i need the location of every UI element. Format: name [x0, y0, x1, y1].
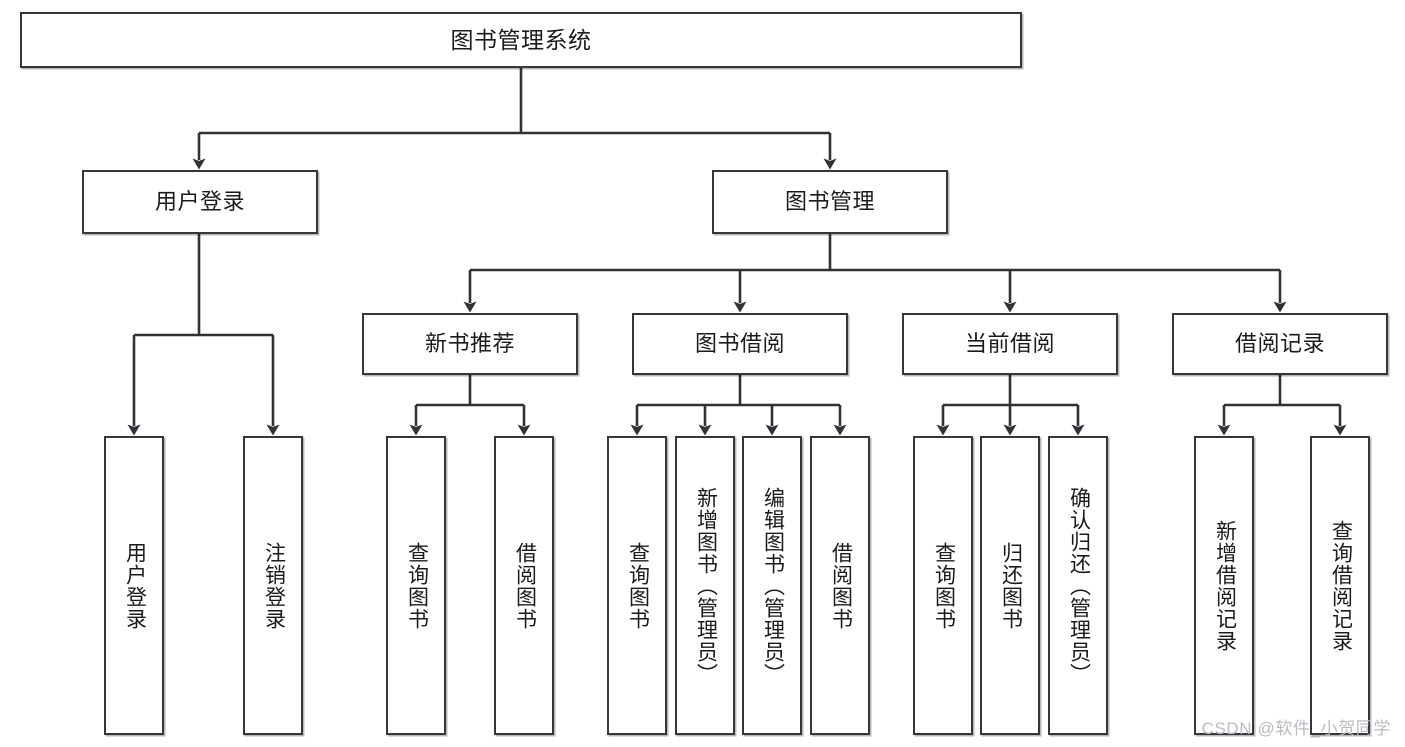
node-label: 图书管理	[784, 189, 875, 215]
node-label: 编辑图书（管理员）	[761, 486, 785, 685]
node-label: 查询借阅记录	[1329, 519, 1353, 652]
node-label: 归还图书	[999, 541, 1023, 630]
node-label: 借阅图书	[513, 541, 537, 630]
node-label: 借阅记录	[1234, 331, 1325, 357]
node-label: 图书借阅	[694, 331, 785, 357]
node-leaf-borrow-book-recommend[interactable]: 借阅图书	[494, 436, 554, 735]
node-label: 注销登录	[262, 541, 286, 630]
node-leaf-query-borrow-record[interactable]: 查询借阅记录	[1310, 436, 1370, 735]
node-leaf-logout[interactable]: 注销登录	[243, 436, 303, 735]
node-label: 查询图书	[405, 541, 429, 630]
node-label: 新书推荐	[424, 331, 515, 357]
node-label: 确认归还（管理员）	[1067, 486, 1091, 685]
node-current-borrow[interactable]: 当前借阅	[902, 313, 1118, 375]
node-label: 新增图书（管理员）	[694, 486, 718, 685]
node-book-management[interactable]: 图书管理	[712, 170, 948, 234]
node-label: 用户登录	[154, 189, 245, 215]
node-leaf-return-book[interactable]: 归还图书	[980, 436, 1040, 735]
node-leaf-user-login[interactable]: 用户登录	[104, 436, 164, 735]
node-user-login[interactable]: 用户登录	[82, 170, 318, 234]
node-leaf-confirm-return-admin[interactable]: 确认归还（管理员）	[1048, 436, 1108, 735]
node-root-book-management-system[interactable]: 图书管理系统	[20, 12, 1022, 68]
node-leaf-query-book-recommend[interactable]: 查询图书	[386, 436, 446, 735]
node-leaf-query-book-current[interactable]: 查询图书	[913, 436, 973, 735]
node-leaf-add-book-admin[interactable]: 新增图书（管理员）	[675, 436, 735, 735]
node-label: 用户登录	[123, 541, 147, 630]
node-leaf-query-book-borrow[interactable]: 查询图书	[607, 436, 667, 735]
node-leaf-edit-book-admin[interactable]: 编辑图书（管理员）	[742, 436, 802, 735]
node-leaf-borrow-book[interactable]: 借阅图书	[810, 436, 870, 735]
node-label: 借阅图书	[829, 541, 853, 630]
node-leaf-add-borrow-record[interactable]: 新增借阅记录	[1194, 436, 1254, 735]
node-label: 图书管理系统	[450, 26, 592, 53]
node-label: 查询图书	[932, 541, 956, 630]
node-label: 查询图书	[626, 541, 650, 630]
node-borrow-record[interactable]: 借阅记录	[1172, 313, 1388, 375]
node-new-book-recommend[interactable]: 新书推荐	[362, 313, 578, 375]
node-label: 新增借阅记录	[1213, 519, 1237, 652]
node-book-borrow[interactable]: 图书借阅	[632, 313, 848, 375]
watermark-text: CSDN @软件_小贺同学	[1201, 719, 1391, 738]
node-label: 当前借阅	[964, 331, 1055, 357]
